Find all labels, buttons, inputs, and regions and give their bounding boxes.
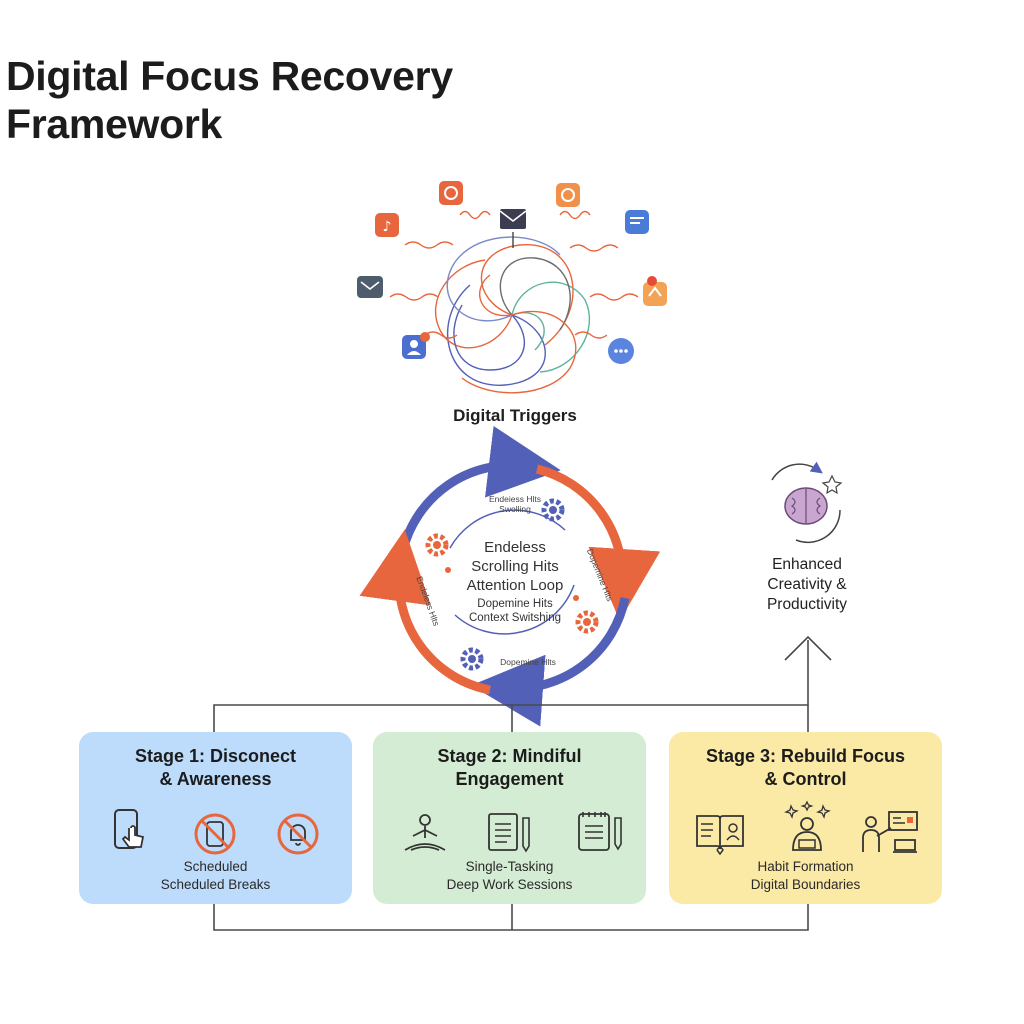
stage-2-item-1: Single-Tasking — [465, 859, 554, 874]
loop-small-bottom: Dopemine Hlts — [500, 657, 556, 667]
journal-icon — [578, 812, 622, 851]
stage-3-item-2: Digital Boundaries — [750, 877, 861, 892]
gear-icon — [460, 647, 484, 671]
mail-icon — [499, 209, 527, 229]
gear-icon — [541, 498, 565, 522]
stage-2-items: Single-Tasking Deep Work Sessions — [373, 858, 646, 894]
phone-tap-icon — [114, 809, 145, 849]
stage-1-item-1: Scheduled — [183, 859, 248, 874]
loop-line-1: Endeless — [484, 539, 546, 556]
stage-1-items: Scheduled Scheduled Breaks — [79, 858, 352, 894]
loop-small-top: Endeiess Hlts Swolling — [470, 494, 560, 514]
open-book-icon — [696, 815, 744, 856]
music-app-icon: ♪ — [375, 213, 399, 237]
meditation-icon — [404, 814, 446, 851]
stage-3-item-1: Habit Formation — [757, 859, 854, 874]
title-line-2: Framework — [6, 101, 223, 147]
connector-lines — [213, 635, 832, 931]
brain-icon — [771, 461, 843, 544]
stage-3-title: Stage 3: Rebuild Focus & Control — [669, 745, 942, 791]
presentation-icon — [862, 811, 918, 853]
stage-3-title-line-1: Stage 3: Rebuild Focus — [705, 746, 906, 766]
stage-3-items: Habit Formation Digital Boundaries — [669, 858, 942, 894]
instagram-app-icon — [439, 181, 463, 205]
stage-1-title-line-1: Stage 1: Disconect — [134, 746, 297, 766]
gear-icon — [575, 610, 599, 634]
page-title: Digital Focus Recovery Framework — [6, 52, 453, 148]
attention-loop — [359, 425, 661, 727]
message-icon — [357, 276, 383, 298]
stage-1-title-line-2: & Awareness — [159, 769, 272, 789]
svg-text:♪: ♪ — [383, 219, 392, 235]
attention-loop-subtext: Dopemine Hits Context Switshing — [430, 597, 600, 625]
chat-bubble-icon — [608, 338, 634, 364]
outcome-line-1: Enhanced — [772, 556, 842, 573]
digital-triggers-label: Digital Triggers — [453, 406, 577, 425]
notepad-icon — [488, 813, 530, 853]
loop-line-3: Attention Loop — [466, 577, 564, 594]
stage-2-item-2: Deep Work Sessions — [446, 877, 573, 892]
no-phone-icon — [194, 813, 236, 855]
attention-loop-title: Endeless Scrolling Hits Attention Loop — [430, 538, 600, 595]
no-notifications-icon — [277, 813, 319, 855]
chat-app-icon — [625, 210, 649, 234]
stage-1-card: Stage 1: Disconect & Awareness Scheduled… — [79, 732, 352, 904]
gear-icon — [425, 533, 449, 557]
notification-app-icon — [643, 276, 667, 306]
profile-notification-icon — [402, 332, 430, 359]
stage-2-title-line-2: Engagement — [455, 769, 564, 789]
triggers-swirl — [389, 210, 639, 394]
camera-app-icon — [556, 183, 580, 207]
focused-person-icon — [784, 800, 831, 851]
loop-sub-1: Dopemine Hits — [477, 598, 553, 610]
stage-2-card: Stage 2: Mindiful Engagement Single-Task… — [373, 732, 646, 904]
stage-2-title-line-1: Stage 2: Mindiful — [437, 746, 582, 766]
loop-small-top-line-2: Swolling — [499, 504, 531, 514]
stage-3-title-line-2: & Control — [764, 769, 847, 789]
loop-small-top-line-1: Endeiess Hlts — [489, 494, 541, 504]
outcome-label: Enhanced Creativity & Productivity — [722, 555, 892, 615]
stage-3-card: Stage 3: Rebuild Focus & Control Habit F… — [669, 732, 942, 904]
outcome-line-3: Productivity — [766, 596, 848, 613]
outcome-line-2: Creativity & — [767, 576, 847, 593]
stage-2-title: Stage 2: Mindiful Engagement — [373, 745, 646, 791]
title-line-1: Digital Focus Recovery — [6, 53, 453, 99]
loop-sub-2: Context Switshing — [468, 612, 562, 624]
stage-1-title: Stage 1: Disconect & Awareness — [79, 745, 352, 791]
loop-line-2: Scrolling Hits — [471, 558, 559, 575]
stage-1-item-2: Scheduled Breaks — [160, 877, 271, 892]
